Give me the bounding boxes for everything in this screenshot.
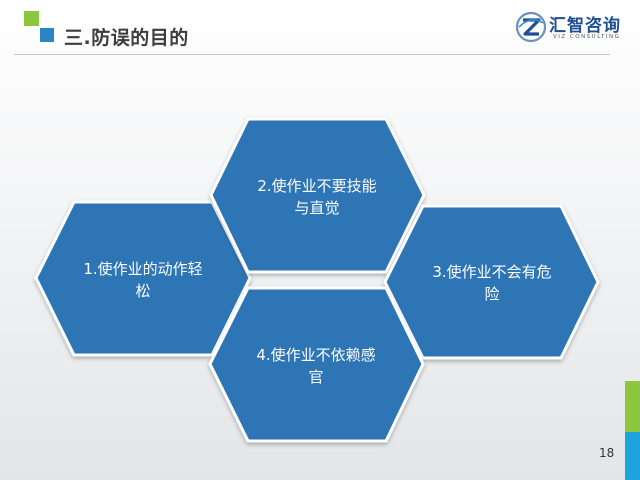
side-accent-blue-bar	[625, 432, 640, 480]
side-accent-green-bar	[625, 381, 640, 432]
header-accent-blue-square	[40, 28, 54, 42]
hexagon-2-label-line2: 与直觉	[294, 199, 339, 217]
hexagon-4-label-line2: 官	[308, 368, 323, 386]
hexagon-3: 3.使作业不会有危 险	[383, 204, 600, 360]
hexagon-1-label-line1: 1.使作业的动作轻	[83, 260, 202, 278]
viz-logo-icon	[515, 11, 547, 43]
hexagon-1: 1.使作业的动作轻 松	[34, 200, 252, 357]
page-title: 三.防误的目的	[64, 27, 189, 49]
header-divider	[14, 54, 610, 55]
hexagon-3-label-line1: 3.使作业不会有危	[432, 263, 551, 281]
hexagon-3-label-line2: 险	[484, 285, 499, 303]
hexagon-4: 4.使作业不依赖感 官	[208, 286, 425, 443]
hexagon-1-label-line2: 松	[135, 282, 150, 300]
hexagon-2: 2.使作业不要技能 与直觉	[209, 117, 426, 274]
company-logo: 汇智咨询 VIZ CONSULTING	[515, 10, 627, 46]
hexagon-2-label-line1: 2.使作业不要技能	[257, 177, 376, 195]
hexagon-4-label-line1: 4.使作业不依赖感	[256, 346, 375, 364]
page-number: 18	[599, 446, 615, 460]
logo-name-cn: 汇智咨询	[549, 16, 621, 36]
header-accent-green-square	[24, 11, 39, 26]
logo-name-en: VIZ CONSULTING	[553, 34, 621, 40]
